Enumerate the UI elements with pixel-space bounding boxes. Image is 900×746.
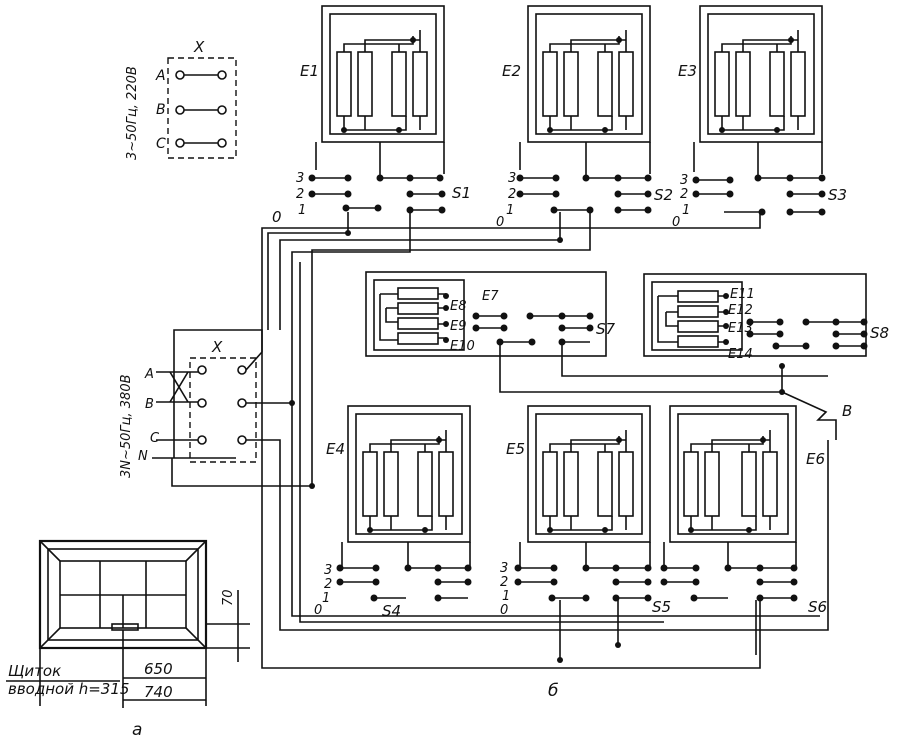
element-label-e7: E7 (482, 289, 499, 304)
switch-label-s3: S3 (828, 186, 847, 204)
element-label-e12: E12 (728, 303, 753, 318)
switch-label-s2: S2 (654, 186, 673, 204)
element-label-e4: E4 (326, 440, 345, 458)
bus-wiring: 0 B б (246, 208, 852, 701)
supply-top-phase-b: B (156, 102, 166, 118)
supply-main-phase-b: B (145, 397, 154, 412)
switch-e5-pos-0: 0 (500, 603, 508, 618)
switch-e3-pos-1: 1 (682, 203, 690, 218)
small-group-s8: E11 E12 E13 E14 S8 (643, 273, 889, 362)
switch-e3-pos-0: 0 (672, 215, 680, 230)
supply-top-block-label: X (193, 38, 205, 56)
heater-group-e6: E6 S6 (660, 405, 827, 616)
switch-label-s6: S6 (808, 598, 827, 616)
supply-top-phase-c: C (156, 136, 166, 152)
supply-main-phase-n: N (138, 449, 148, 464)
switch-e4-pos-2: 2 (324, 577, 332, 592)
element-label-e2: E2 (502, 62, 521, 80)
supply-main-phase-c: C (150, 431, 160, 446)
caption-a: а (132, 720, 142, 740)
switch-label-s5: S5 (652, 598, 671, 616)
supply-main-label: 3N~50Гц, 380В (119, 374, 134, 478)
switch-e1-pos-1: 1 (298, 203, 306, 218)
switch-label-s1: S1 (452, 184, 471, 202)
switch-e2-pos-2: 2 (508, 187, 516, 202)
small-group-s7: E7 E8 E9 E10 S7 (365, 271, 616, 357)
switch-e4-pos-1: 1 (322, 591, 330, 606)
heater-group-e4: E4 3 2 0 1 S4 (314, 405, 472, 620)
supply-terminal-top: 3~50Гц, 220В X A B C (125, 38, 237, 160)
switch-label-s7: S7 (596, 320, 616, 338)
supply-main-phase-a: A (144, 367, 154, 382)
element-label-e3: E3 (678, 62, 697, 80)
switch-e2-pos-3: 3 (508, 171, 516, 186)
caption-b: б (548, 681, 558, 701)
supply-terminal-main: 3N~50Гц, 380В X A B C N (119, 329, 312, 487)
element-label-e13: E13 (728, 321, 753, 336)
panel-title-line2: вводной h=315 (8, 680, 129, 698)
supply-top-phase-a: A (155, 68, 166, 84)
element-label-e8: E8 (450, 299, 467, 314)
supply-top-label: 3~50Гц, 220В (125, 66, 140, 160)
switch-e1-pos-3: 3 (296, 171, 304, 186)
element-label-e5: E5 (506, 440, 525, 458)
heater-group-e2: E2 3 2 0 1 S2 (496, 5, 673, 230)
panel-title-line1: Щиток (8, 662, 61, 680)
supply-main-block-label: X (211, 338, 223, 356)
switch-e3-pos-3: 3 (680, 173, 688, 188)
switch-e3-pos-2: 2 (680, 187, 688, 202)
element-label-e10: E10 (450, 339, 475, 354)
dim-side-label: 70 (221, 589, 236, 606)
element-label-e11: E11 (730, 287, 755, 302)
switch-label-s4: S4 (382, 602, 401, 620)
switch-e5-pos-3: 3 (500, 561, 508, 576)
switch-e5-pos-2: 2 (500, 575, 508, 590)
element-label-e14: E14 (728, 347, 753, 362)
switch-e1-pos-2: 2 (296, 187, 304, 202)
switch-e2-pos-1: 1 (506, 203, 514, 218)
node-b-label: B (842, 402, 852, 420)
switch-e4-pos-0: 0 (314, 603, 322, 618)
element-label-e9: E9 (450, 319, 467, 334)
element-label-e6: E6 (806, 450, 825, 468)
element-label-e1: E1 (300, 62, 319, 80)
panel-a: 70 650 740 Щиток вводной h=315 а (6, 539, 250, 740)
heater-group-e3: E3 3 2 0 1 S3 (672, 5, 847, 230)
switch-e5-pos-1: 1 (502, 589, 510, 604)
switch-e4-pos-3: 3 (324, 563, 332, 578)
dim-outer-label: 740 (144, 683, 173, 701)
heater-group-e1: E1 3 2 1 S1 (296, 5, 471, 218)
switch-e2-pos-0: 0 (496, 215, 504, 230)
switch-label-s8: S8 (870, 324, 889, 342)
neutral-label: 0 (272, 208, 282, 226)
heater-group-e5: E5 3 2 1 0 S5 (500, 405, 671, 618)
dim-inner-label: 650 (144, 660, 173, 678)
